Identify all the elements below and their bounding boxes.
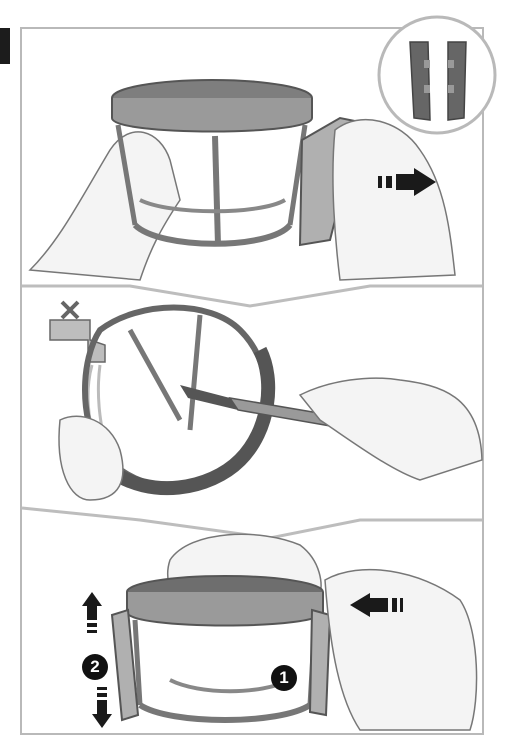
divider-top bbox=[22, 286, 482, 306]
filter-cage-bottom bbox=[127, 576, 323, 720]
panel-1-remove-side-filter bbox=[30, 17, 495, 280]
step-2-badge: 2 bbox=[82, 654, 108, 680]
panel-3-reassemble bbox=[82, 534, 477, 730]
up-arrow bbox=[82, 592, 102, 633]
down-arrow bbox=[92, 687, 112, 728]
bottom-right-hand bbox=[325, 570, 477, 730]
holding-hand bbox=[59, 416, 123, 500]
step-1-badge: 1 bbox=[271, 665, 297, 691]
brushing-hand bbox=[300, 378, 482, 480]
panel-2-rinse-and-brush bbox=[50, 302, 482, 500]
right-side-filter bbox=[310, 610, 330, 715]
divider-bottom bbox=[22, 508, 482, 538]
filter-parts-inset bbox=[379, 17, 495, 133]
right-hand bbox=[333, 120, 455, 280]
